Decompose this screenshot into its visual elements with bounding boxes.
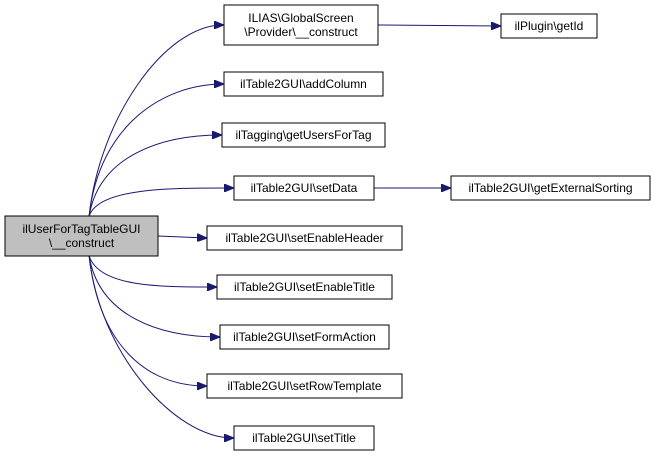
node-ilias-globalscreen-provider-construct[interactable]: ILIAS\GlobalScreen\Provider\__construct	[223, 4, 379, 46]
node-box	[216, 274, 393, 300]
node-box	[206, 373, 403, 399]
node-box	[233, 425, 375, 451]
edge-root-to-n_header	[157, 236, 206, 238]
node-iltagging-getusersfortag[interactable]: ilTagging\getUsersForTag	[221, 122, 386, 148]
node-box	[219, 324, 390, 350]
node-label: ilTable2GUI\setFormAction	[233, 330, 376, 344]
node-label: ilTable2GUI\getExternalSorting	[468, 181, 632, 195]
node-label: ilPlugin\getId	[515, 19, 584, 33]
node-iltable2gui-setdata[interactable]: ilTable2GUI\setData	[233, 175, 375, 201]
node-label: ilTagging\getUsersForTag	[235, 128, 371, 142]
edge-root-to-n_tagging	[88, 135, 221, 217]
node-box	[223, 71, 384, 97]
edge-root-to-n_addcol	[88, 84, 223, 217]
node-label: ilTable2GUI\addColumn	[240, 77, 367, 91]
node-box	[206, 225, 403, 251]
node-iltable2gui-setformaction[interactable]: ilTable2GUI\setFormAction	[219, 324, 390, 350]
node-label: ilTable2GUI\setRowTemplate	[227, 379, 381, 393]
node-box	[221, 122, 386, 148]
node-box	[4, 215, 159, 257]
node-iltable2gui-getexternalsorting[interactable]: ilTable2GUI\getExternalSorting	[450, 175, 651, 201]
node-ilplugin-getid[interactable]: ilPlugin\getId	[500, 13, 598, 39]
node-iltable2gui-addcolumn[interactable]: ilTable2GUI\addColumn	[223, 71, 384, 97]
node-label: ilTable2GUI\setEnableTitle	[234, 280, 375, 294]
node-label: \__construct	[49, 236, 115, 250]
node-label: ilTable2GUI\setTitle	[252, 431, 356, 445]
node-box	[500, 13, 598, 39]
edge-root-to-n_gs	[88, 25, 223, 217]
node-label: \Provider\__construct	[244, 25, 358, 39]
node-iltable2gui-setrowtemplate[interactable]: ilTable2GUI\setRowTemplate	[206, 373, 403, 399]
node-box	[223, 4, 379, 46]
node-iltable2gui-settitle[interactable]: ilTable2GUI\setTitle	[233, 425, 375, 451]
edge-n_gs-to-n_plugin	[377, 25, 500, 26]
node-label: ilTable2GUI\setData	[251, 181, 358, 195]
edge-root-to-n_rowtpl	[88, 255, 206, 386]
node-label: ilTable2GUI\setEnableHeader	[225, 231, 383, 245]
node-label: ilUserForTagTableGUI	[22, 222, 140, 236]
node-iltable2gui-setenabletitle[interactable]: ilTable2GUI\setEnableTitle	[216, 274, 393, 300]
edge-root-to-n_setdata	[88, 188, 233, 217]
node-box	[233, 175, 375, 201]
node-iltable2gui-setenableheader[interactable]: ilTable2GUI\setEnableHeader	[206, 225, 403, 251]
node-iluserfortagtablegui-construct[interactable]: ilUserForTagTableGUI\__construct	[4, 215, 159, 257]
node-label: ILIAS\GlobalScreen	[248, 11, 353, 25]
edge-root-to-n_settitle	[88, 255, 233, 438]
node-box	[450, 175, 651, 201]
edge-root-to-n_formaction	[88, 255, 219, 337]
edge-root-to-n_title_en	[88, 255, 216, 287]
